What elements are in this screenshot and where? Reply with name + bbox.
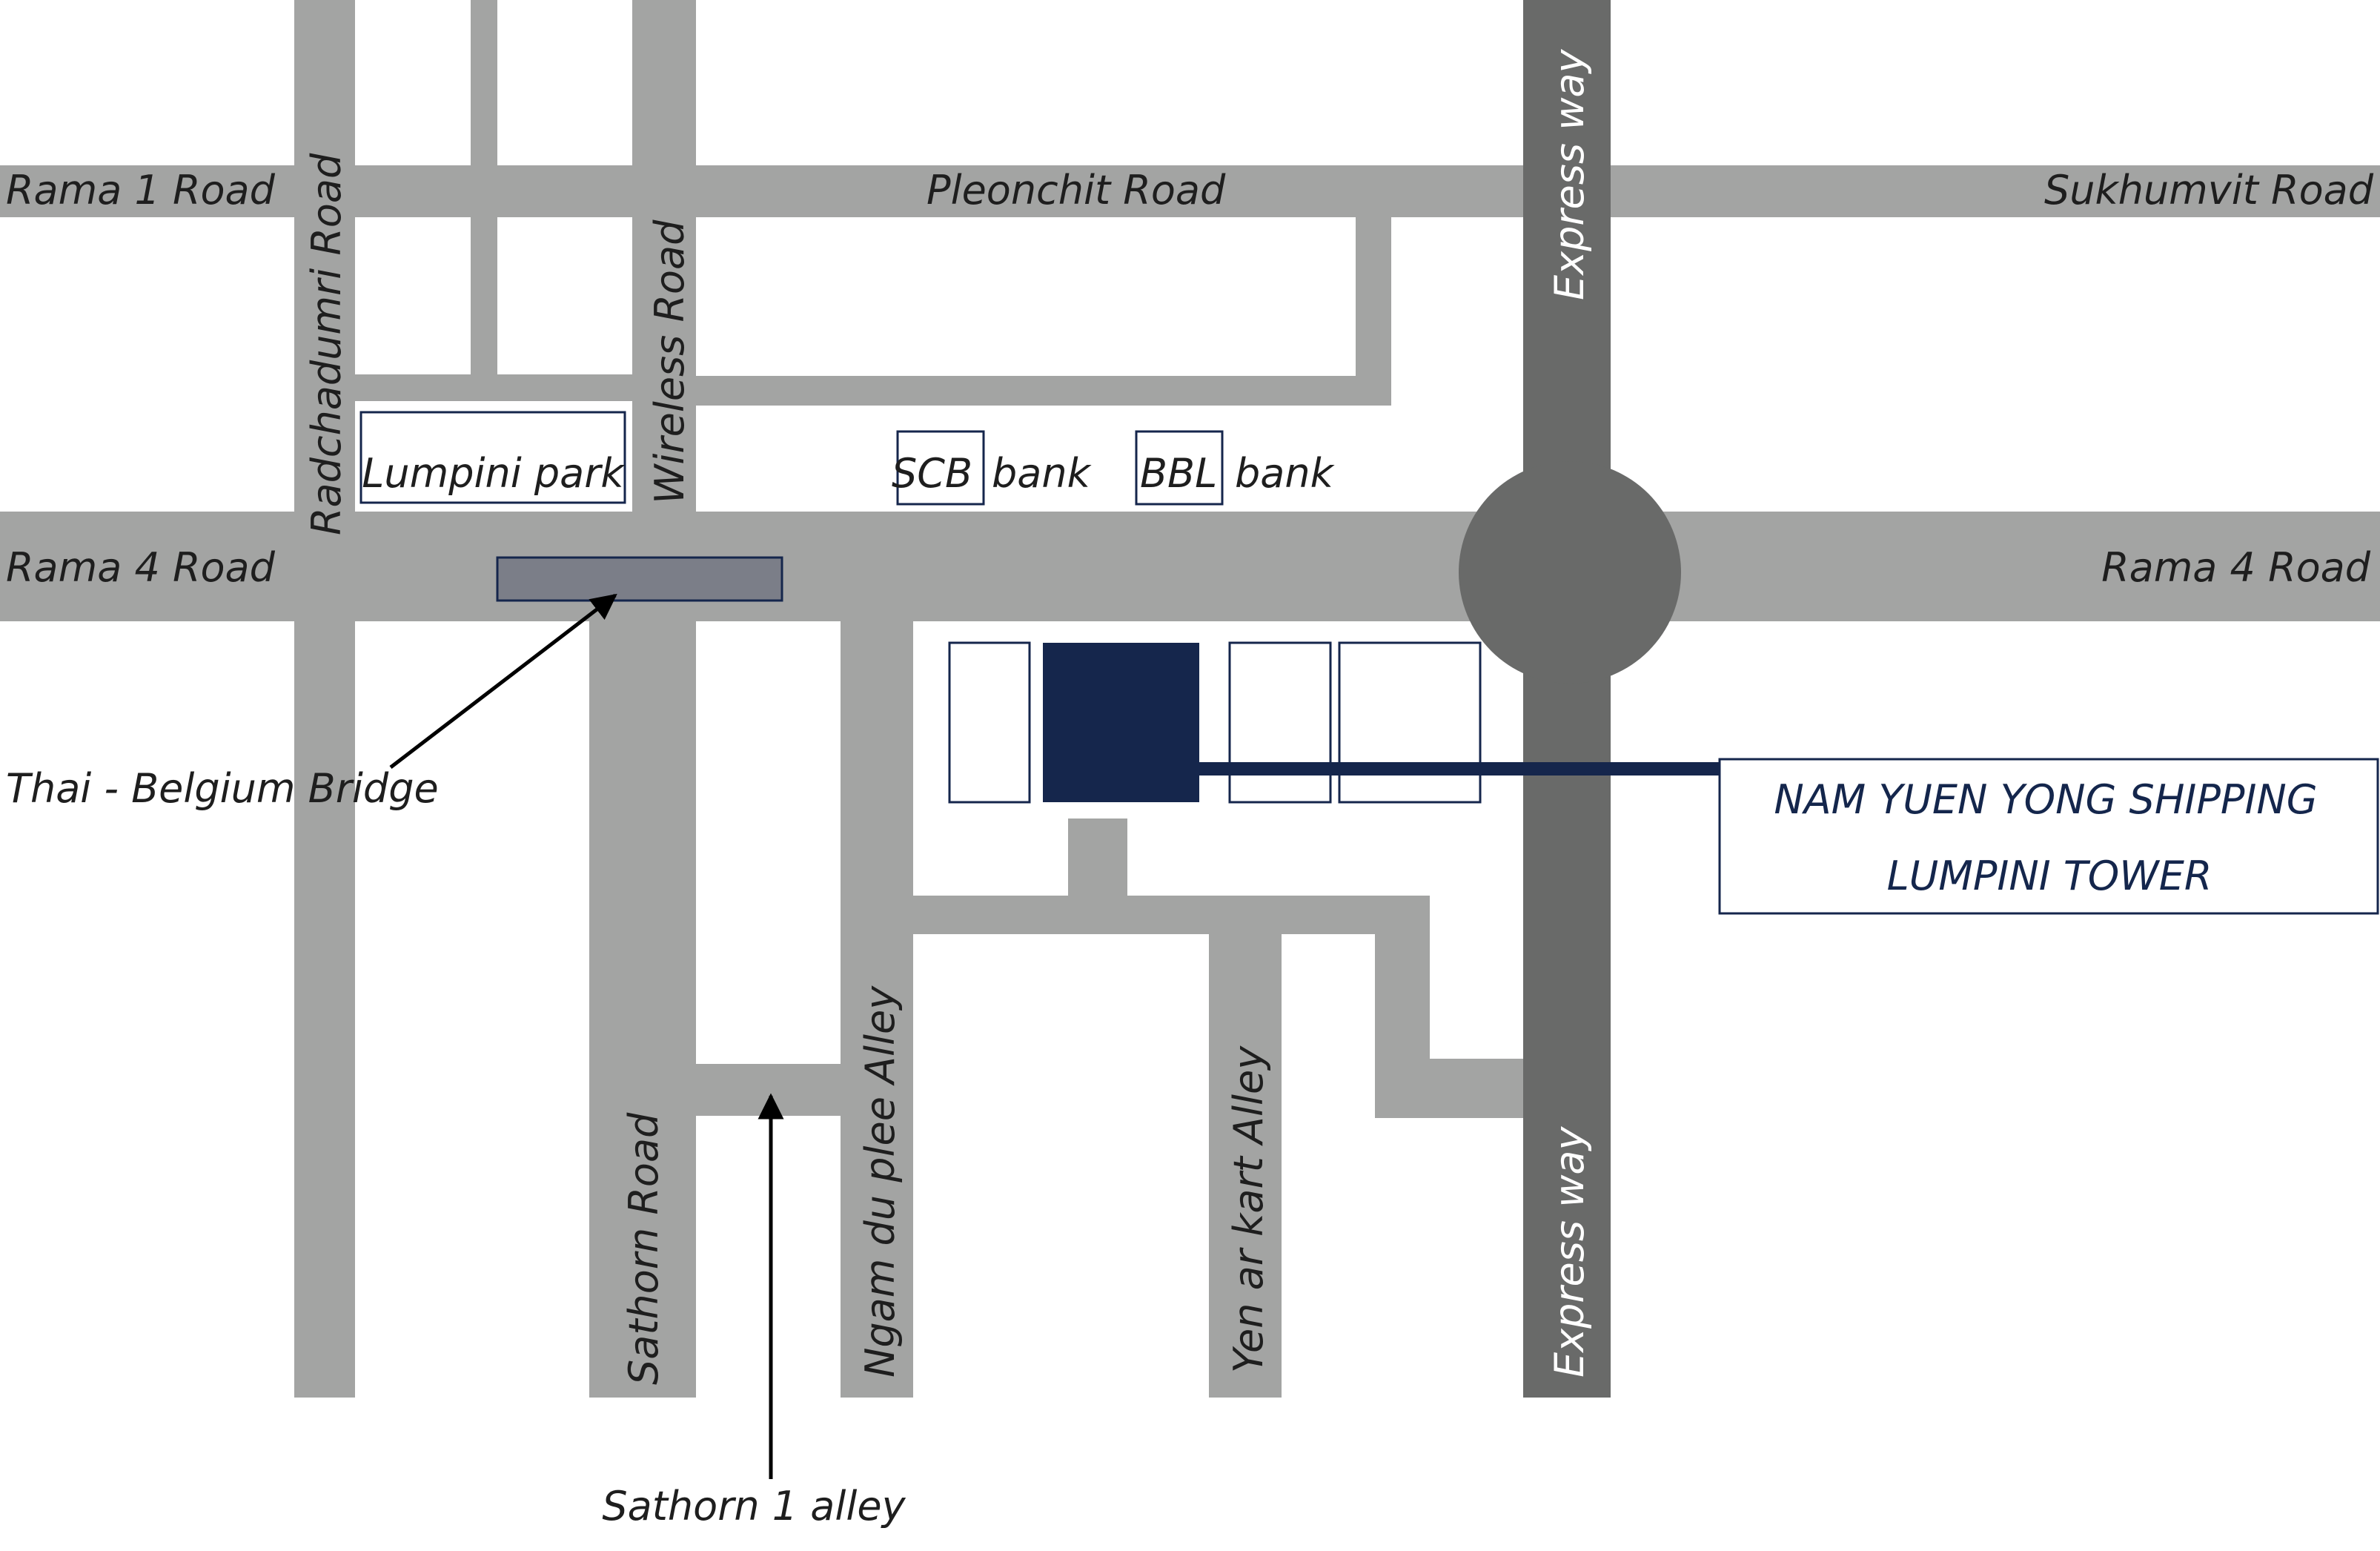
bbl-box [1135, 430, 1224, 506]
destination-line-1: NAM YUEN YONG SHIPPING [1774, 776, 2317, 823]
sathorn-road [589, 621, 696, 1398]
wireless-road [632, 0, 696, 512]
bbl-bank-label: bank [1235, 450, 1336, 497]
yen-ar-kart-alley [1209, 896, 1282, 1398]
rama4-road [0, 512, 2380, 621]
bbl-code-label: BBL [1140, 450, 1217, 497]
building-1 [948, 641, 1031, 804]
building-3 [1228, 641, 1332, 804]
sathorn1-alley [696, 1064, 841, 1116]
destination-box [1718, 758, 2379, 915]
connector-to-pleonchit-h [696, 376, 1391, 406]
buildings [948, 641, 1482, 804]
destination-pointer-line [1199, 762, 1720, 776]
scb-box [896, 430, 985, 506]
lumpini-park-box [359, 411, 626, 504]
service-road-link [1375, 1059, 1523, 1118]
rama4-road-label-left: Rama 4 Road [6, 544, 276, 591]
expressway-label-top: Express way [1546, 49, 1593, 300]
wireless-road-label: Wireless Road [646, 219, 693, 504]
radchadumri-road [294, 0, 355, 1398]
rama1-road-label: Rama 1 Road [6, 167, 276, 214]
thai-belgium-bridge [496, 556, 783, 602]
rama4-road-label-right: Rama 4 Road [2101, 544, 2371, 591]
inner-connector-horizontal [355, 374, 647, 401]
expressway-road [1523, 0, 1611, 1398]
connector-to-pleonchit-v [1356, 217, 1391, 406]
destination-line-2: LUMPINI TOWER [1887, 853, 2212, 899]
small-road-top [471, 0, 497, 374]
lumpini-tower-building [1043, 643, 1199, 802]
sukhumvit-road-label: Sukhumvit Road [2044, 167, 2374, 214]
road-network [0, 0, 2380, 1398]
ngam-du-plee-alley [841, 621, 913, 1398]
roundabout [1459, 461, 1681, 684]
building-4 [1338, 641, 1482, 804]
expressway-label-bottom: Express way [1546, 1126, 1593, 1378]
scb-bank-label: bank [992, 450, 1093, 497]
bridge-callout-label: Thai - Belgium Bridge [6, 765, 439, 812]
expressway [1459, 0, 1681, 1398]
alley-callout-label: Sathorn 1 alley [602, 1483, 906, 1529]
rama1-road [0, 165, 2380, 217]
tower-access-stub [1068, 819, 1127, 896]
scb-code-label: SCB [892, 450, 972, 497]
service-road-h [913, 896, 1430, 934]
ngam-du-plee-alley-label: Ngam du plee Alley [857, 985, 904, 1378]
lumpini-park-label: Lumpini park [362, 450, 626, 497]
pleonchit-road-label: Pleonchit Road [927, 167, 1226, 214]
yen-ar-kart-alley-label: Yen ar kart Alley [1225, 1045, 1272, 1373]
sathorn-road-label: Sathorn Road [620, 1112, 667, 1385]
bridge-arrow [389, 593, 617, 769]
radchadumri-road-label: Radchadumri Road [303, 153, 350, 535]
